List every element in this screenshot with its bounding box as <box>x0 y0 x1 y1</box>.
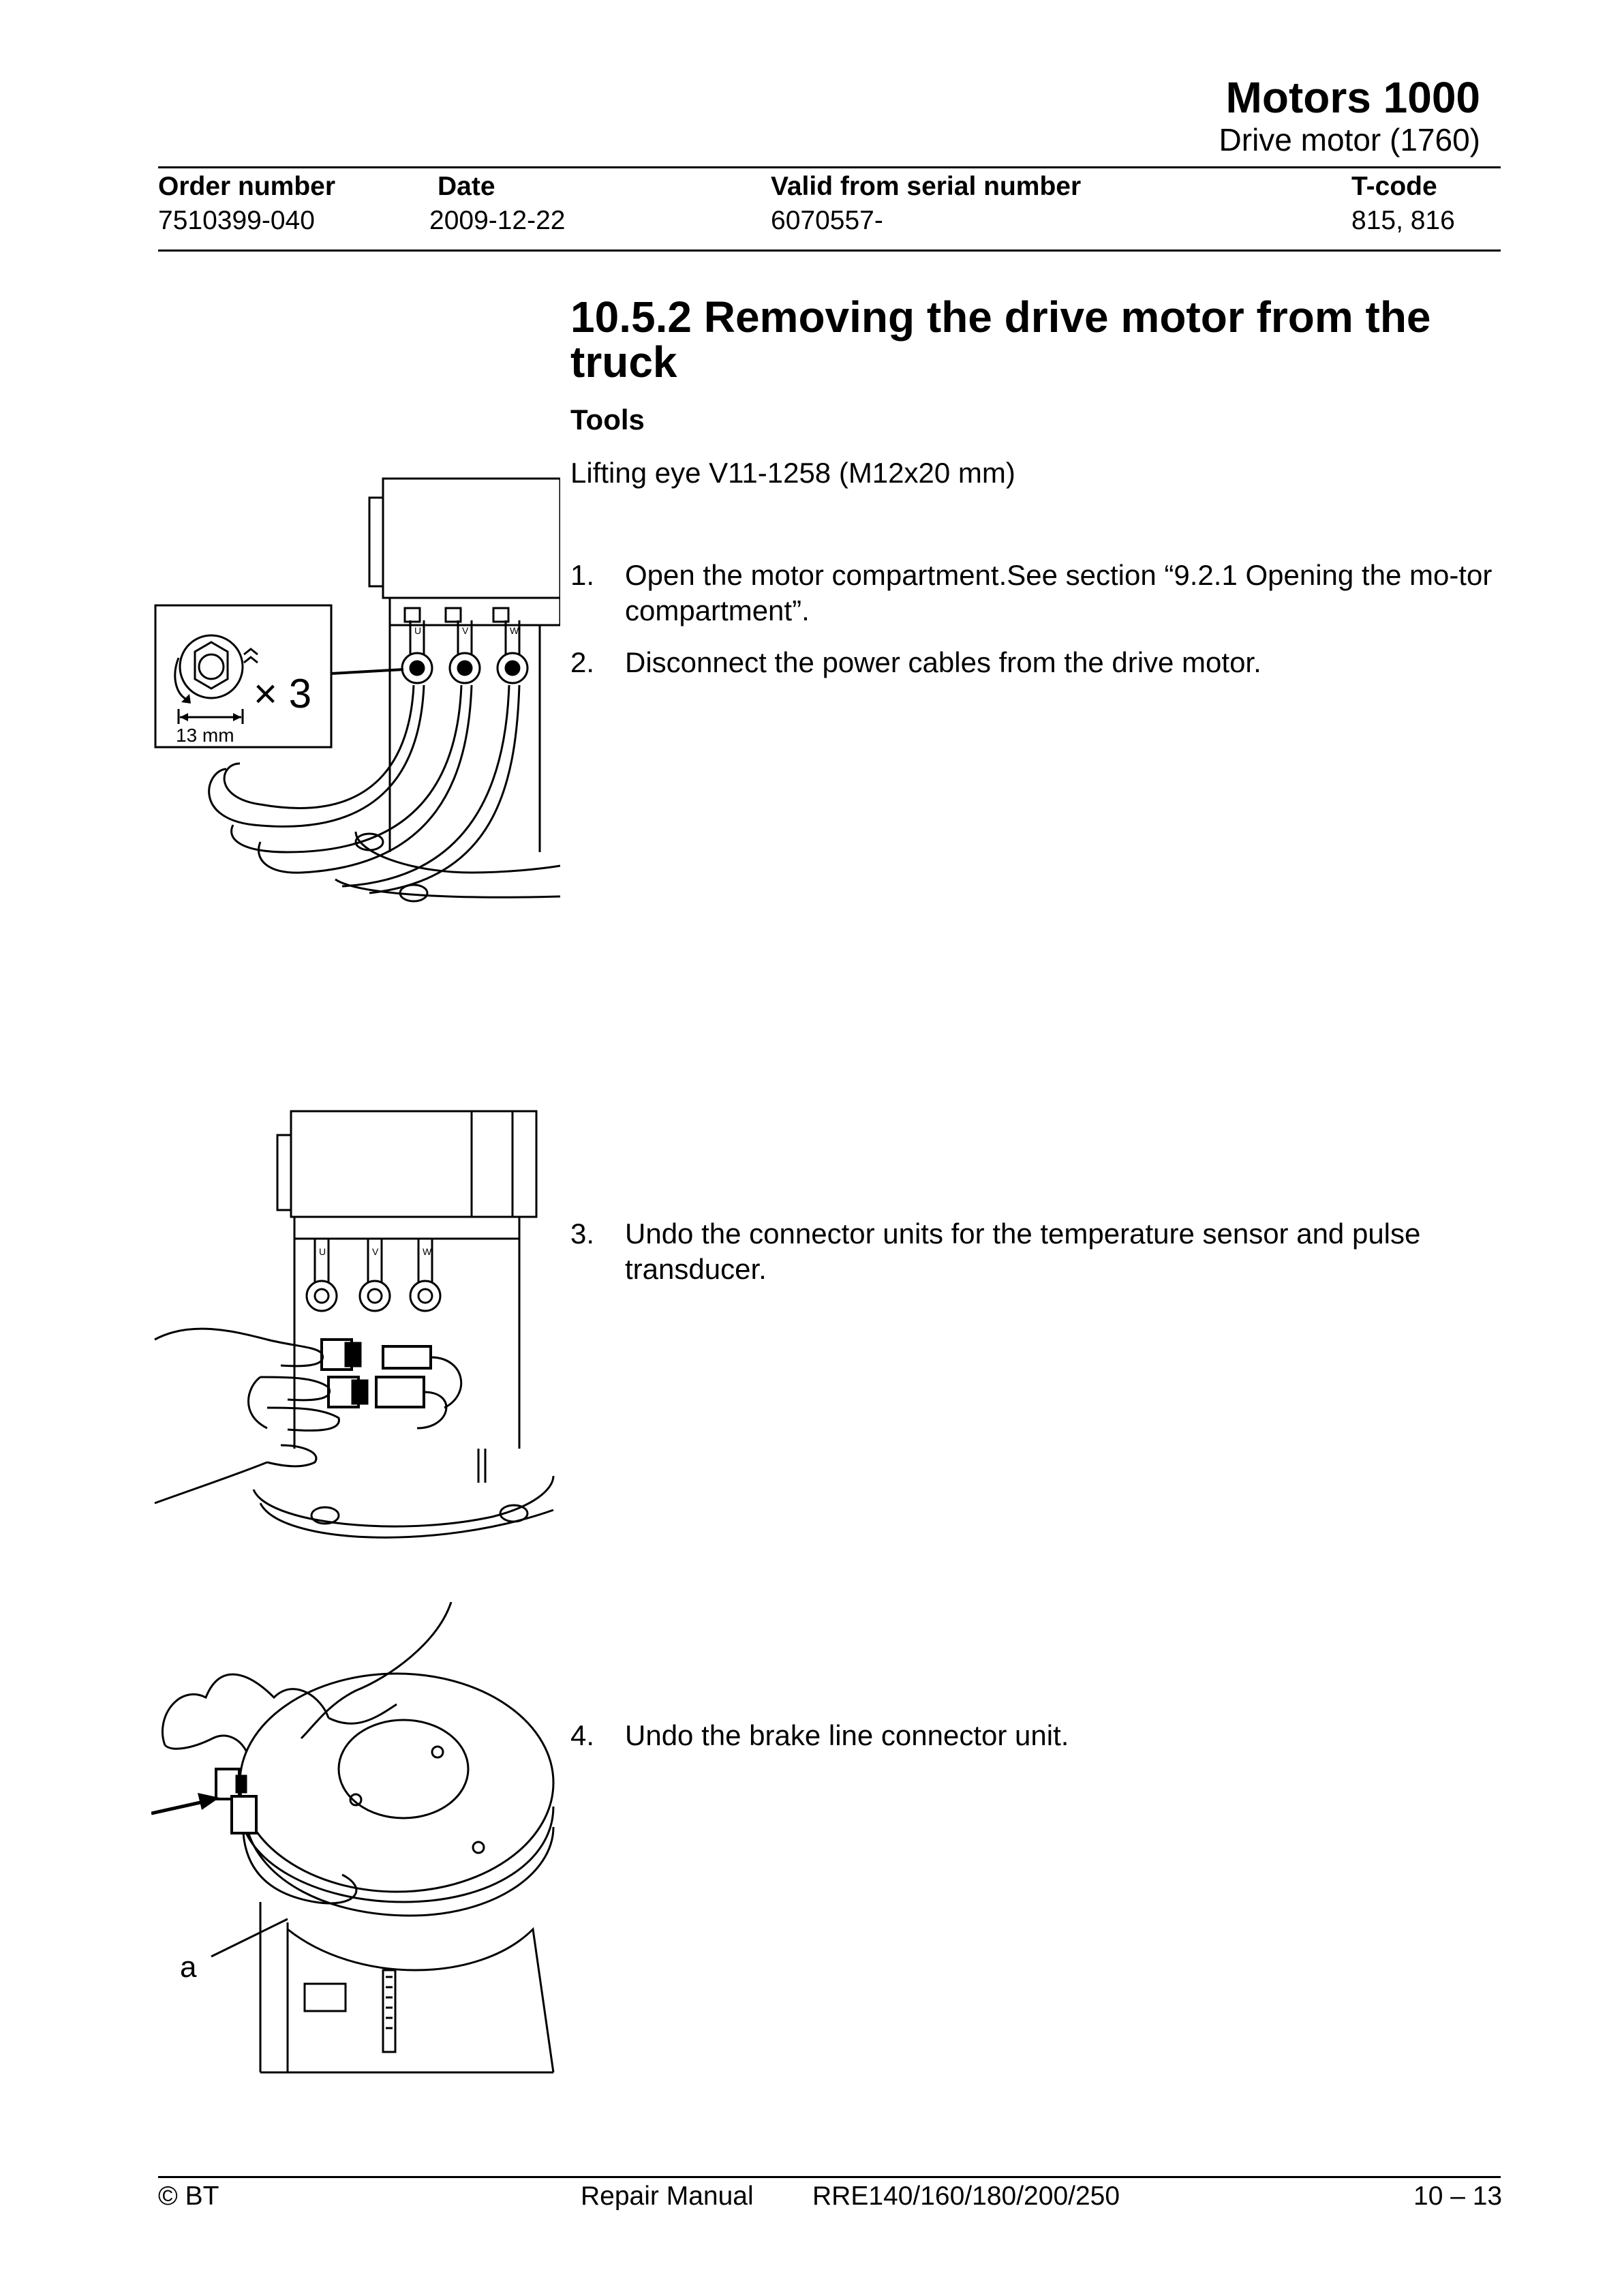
document-title: Motors 1000 <box>1225 73 1480 122</box>
page-number: 10 – 13 <box>1413 2181 1503 2211</box>
model-list: RRE140/160/180/200/250 <box>812 2181 1120 2211</box>
order-number-label: Order number <box>158 172 336 201</box>
terminal-label-w: W <box>510 625 519 636</box>
step-number: 1. <box>570 559 595 591</box>
callout-a: a <box>180 1950 197 1984</box>
date-label: Date <box>438 172 495 201</box>
terminal-label-w: W <box>423 1246 432 1257</box>
valid-from-value: 6070557- <box>771 206 883 235</box>
copyright: © BT <box>158 2181 219 2211</box>
footer-rule <box>158 2176 1501 2178</box>
tools-text: Lifting eye V11-1258 (M12x20 mm) <box>570 457 1015 489</box>
step-number: 2. <box>570 646 595 678</box>
date-value: 2009-12-22 <box>429 206 566 235</box>
header-top-rule <box>158 166 1501 168</box>
document-subtitle: Drive motor (1760) <box>1219 122 1480 157</box>
step-number: 4. <box>570 1719 595 1751</box>
step-2: 2. Disconnect the power cables from the … <box>570 645 1497 680</box>
terminal-label-v: V <box>372 1246 379 1257</box>
connector-units-illustration: U V W <box>154 1110 555 1539</box>
valid-from-label: Valid from serial number <box>771 172 1082 201</box>
step-text: Undo the brake line connector unit. <box>625 1719 1069 1751</box>
step-1: 1. Open the motor compartment.See sectio… <box>570 558 1497 629</box>
step-4: 4. Undo the brake line connector unit. <box>570 1718 1497 1753</box>
manual-name: Repair Manual <box>581 2181 754 2211</box>
section-heading: 10.5.2 Removing the drive motor from the… <box>570 292 1431 387</box>
t-code-label: T-code <box>1351 172 1437 201</box>
terminal-label-u: U <box>414 625 421 636</box>
step-text: Open the motor compartment.See section “… <box>625 559 1493 626</box>
order-number-value: 7510399-040 <box>158 206 315 235</box>
step-text: Undo the connector units for the tempera… <box>625 1218 1421 1285</box>
step-number: 3. <box>570 1218 595 1250</box>
terminal-label-v: V <box>462 625 469 636</box>
t-code-value: 815, 816 <box>1351 206 1455 235</box>
brake-connector-illustration: a <box>151 1602 555 2074</box>
tools-heading: Tools <box>570 404 645 436</box>
step-3: 3. Undo the connector units for the temp… <box>570 1216 1497 1287</box>
power-cables-illustration: U V W 13 mm × 3 <box>154 477 560 903</box>
header-bottom-rule <box>158 250 1501 252</box>
step-text: Disconnect the power cables from the dri… <box>625 646 1261 678</box>
terminal-label-u: U <box>319 1246 326 1257</box>
wrench-size-label: 13 mm <box>176 725 234 746</box>
quantity-label: × 3 <box>254 671 311 716</box>
